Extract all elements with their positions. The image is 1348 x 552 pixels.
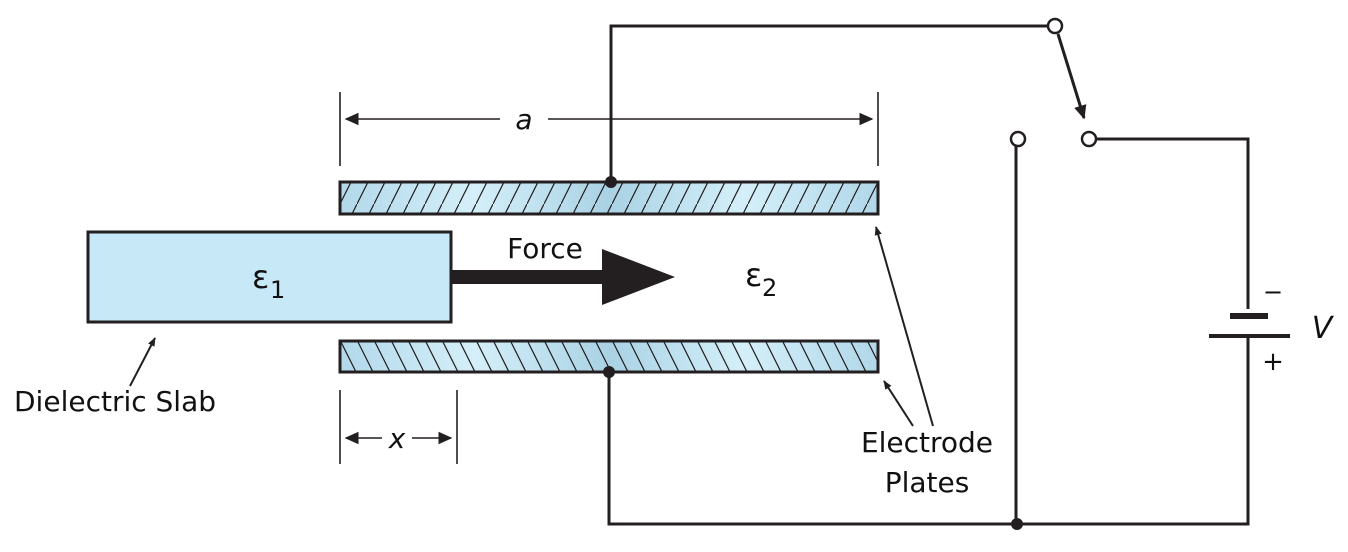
dimension-x-label: x <box>388 422 406 455</box>
switch-open-terminal <box>1009 130 1027 148</box>
dimension-a-label: a <box>515 103 532 136</box>
upper-plate-junction-dot <box>605 176 617 188</box>
voltage-label: V <box>1312 311 1335 346</box>
upper-electrode-plate <box>338 180 880 216</box>
electrode-plates-label-line1: Electrode <box>861 426 993 459</box>
battery-negative-wire <box>1096 137 1250 316</box>
lower-plate-junction-dot <box>603 366 615 378</box>
dielectric-slab: ε 1 <box>86 230 453 324</box>
force-arrow: Force <box>451 232 675 305</box>
epsilon1-symbol: ε <box>252 258 269 296</box>
epsilon2-subscript: 2 <box>762 274 777 302</box>
switch-pivot-terminal <box>1046 17 1064 35</box>
lower-plate-wire <box>607 316 1250 526</box>
force-arrow-head <box>602 249 675 305</box>
lower-plate-pointer <box>883 380 914 427</box>
circuit-wiring <box>607 24 1250 526</box>
dielectric-slab-body <box>86 230 453 324</box>
dimension-x: x <box>339 390 458 464</box>
dielectric-slab-label: Dielectric Slab <box>14 385 216 418</box>
battery: − + V <box>1209 278 1335 377</box>
switch-battery-terminal <box>1080 130 1098 148</box>
dielectric-slab-pointer <box>129 337 156 387</box>
bottom-junction-dot <box>1011 518 1023 530</box>
epsilon2-symbol: ε <box>745 256 762 294</box>
upper-plate-wire <box>609 24 1048 182</box>
electrode-plates-label-line2: Plates <box>885 466 970 499</box>
dimension-a: a <box>339 92 879 166</box>
force-label: Force <box>507 232 583 265</box>
upper-plate-pointer <box>874 226 934 427</box>
switch-lever-arrow <box>1056 33 1087 120</box>
force-arrow-shaft <box>451 270 606 284</box>
switch <box>1009 17 1098 148</box>
battery-minus-sign: − <box>1263 278 1283 306</box>
battery-plus-sign: + <box>1262 347 1284 377</box>
epsilon1-subscript: 1 <box>270 276 285 304</box>
